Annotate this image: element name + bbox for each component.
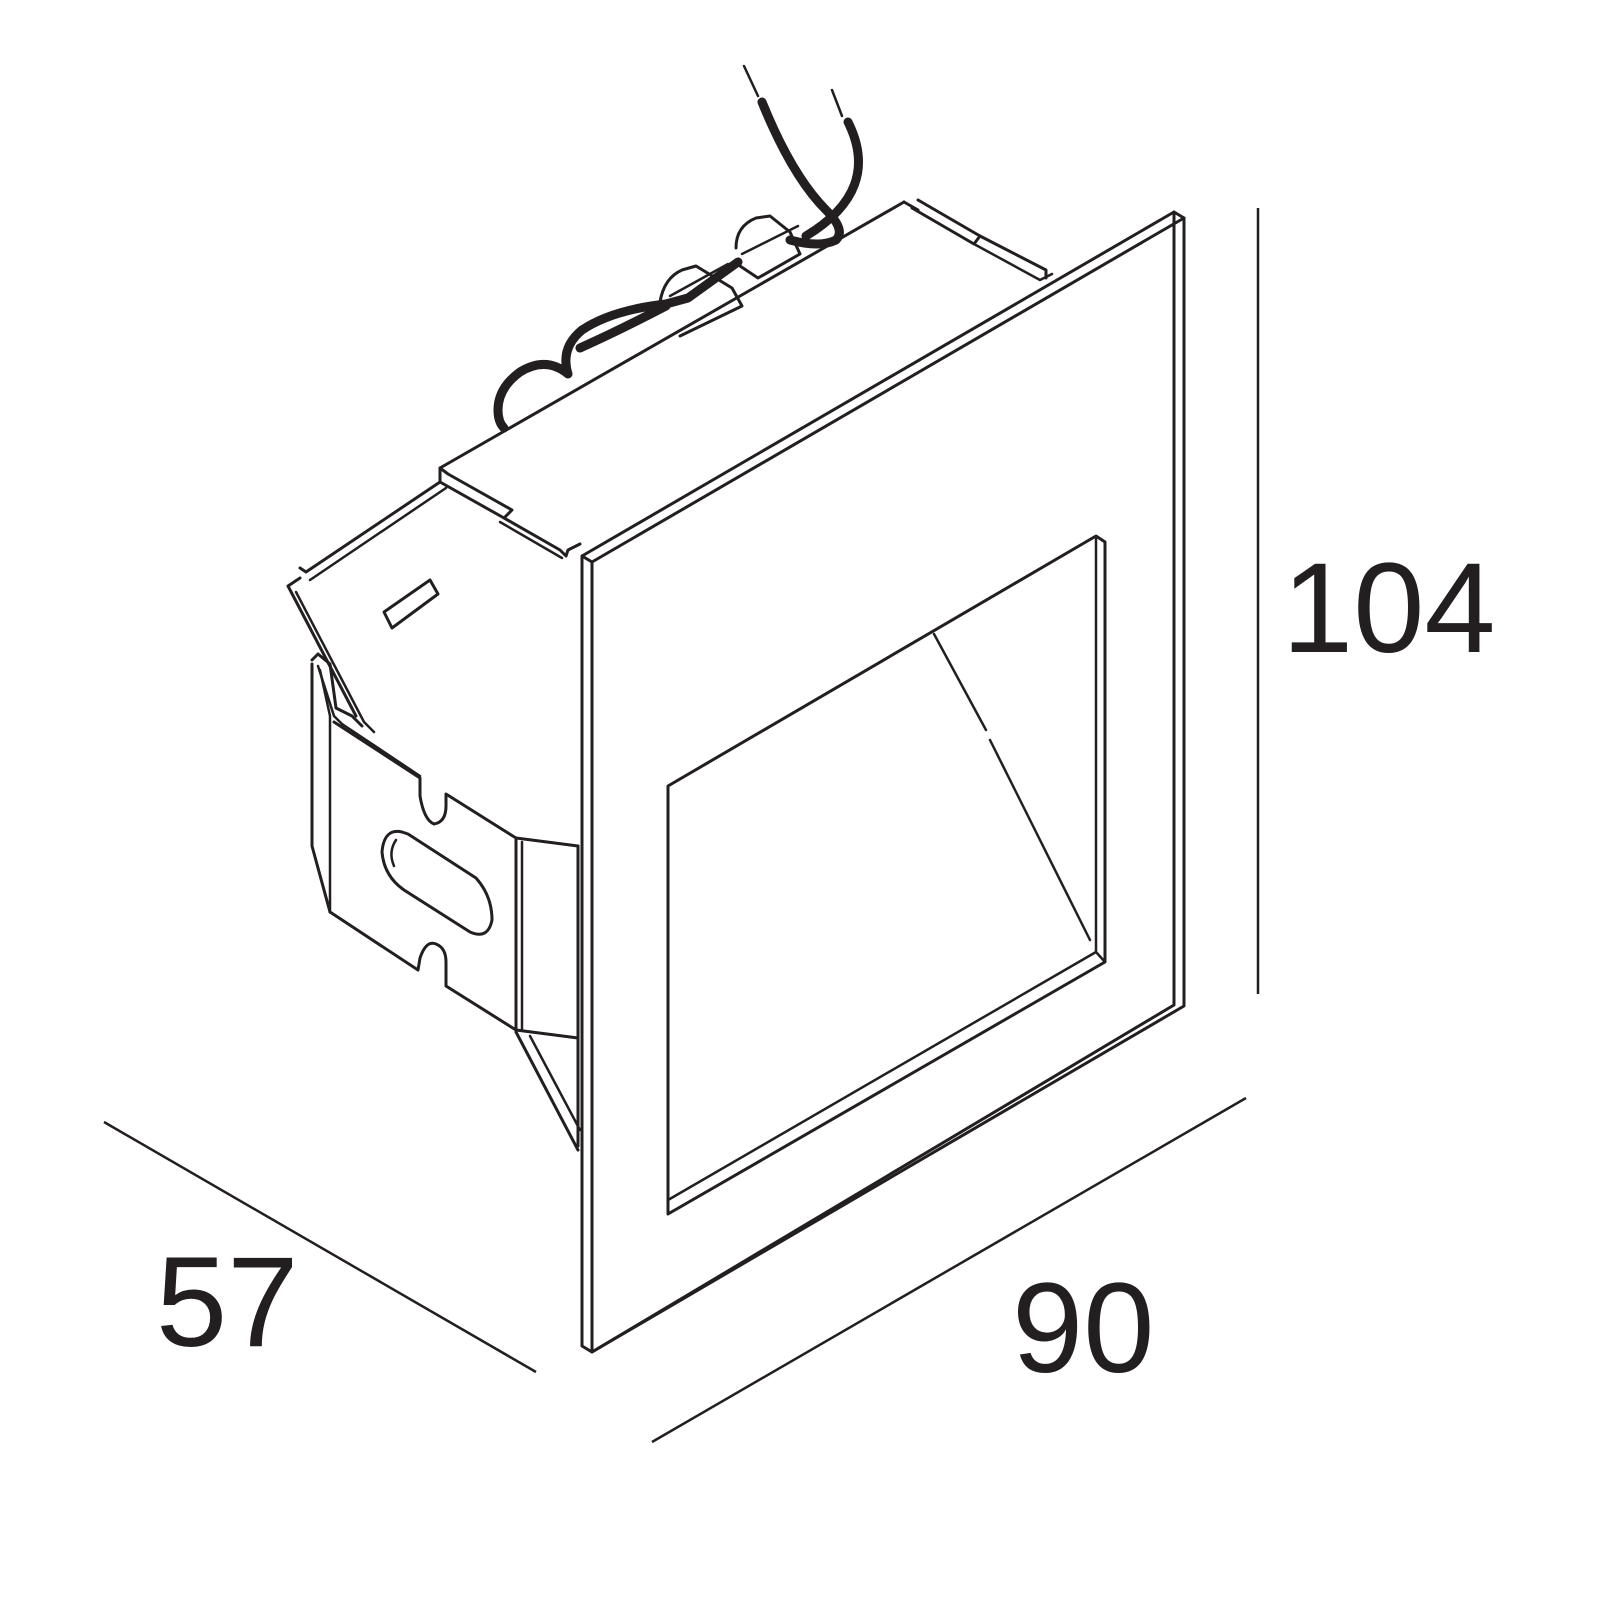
housing-box bbox=[286, 198, 1054, 734]
height-label: 104 bbox=[1282, 537, 1496, 680]
dimension-lines bbox=[103, 208, 1260, 1444]
depth-label: 57 bbox=[156, 1231, 298, 1374]
light-aperture bbox=[666, 534, 1107, 1216]
power-cable bbox=[493, 64, 863, 433]
mounting-clip bbox=[310, 652, 582, 1152]
width-dimension-line bbox=[651, 1096, 1247, 1444]
width-label: 90 bbox=[1012, 1257, 1154, 1400]
faceplate bbox=[580, 210, 1186, 1354]
depth-dimension-line bbox=[103, 1120, 537, 1374]
